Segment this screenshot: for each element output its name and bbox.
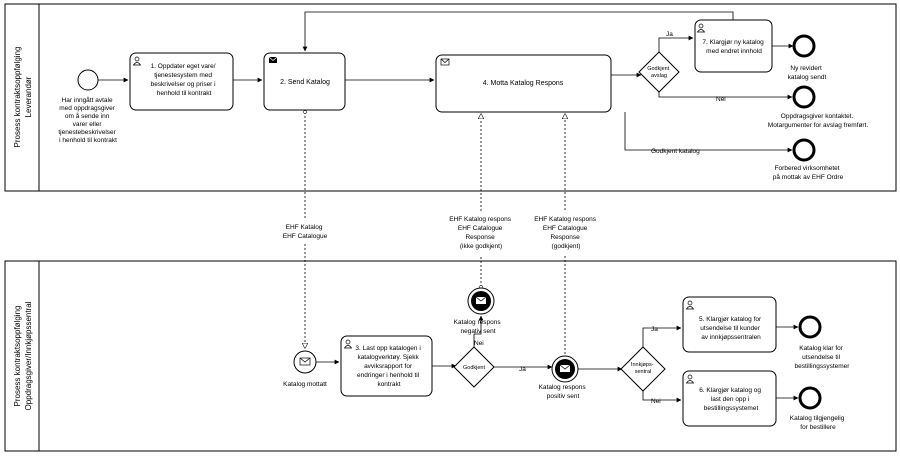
user-icon [132, 56, 142, 66]
task-1-label: 1. Oppdater eget vare/ tjenestesystem me… [151, 63, 218, 97]
task-4-label: 4. Motta Katalog Respons [483, 80, 564, 87]
user-icon [685, 300, 695, 310]
flow2-ja-label: Ja [651, 326, 658, 333]
end-event-klar-utsendelse[interactable] [798, 315, 822, 339]
task-6-last-opp-bestilling[interactable]: 6. Klargjør katalog og last den opp i be… [682, 370, 777, 427]
gateway-godkjent-bottom[interactable]: Godkjent [453, 346, 495, 388]
message-respons-godkjent: EHF Katalog respons EHF Catalogue Respon… [534, 216, 598, 250]
end-event-kontaktet-label: Oppdragsgiver kontaktet. Motargumenter f… [768, 113, 869, 129]
message-respons-ikke-godkjent: EHF Katalog respons EHF Catalogue Respon… [449, 216, 513, 250]
user-icon [696, 23, 706, 33]
end-event-forbered-label: Forbered virksomhetet på mottak av EHF O… [773, 165, 844, 181]
end-event-revidert-label: Ny revidert katalog sendt [788, 65, 827, 81]
start-event-bottom-label: Katalog mottatt [283, 381, 327, 388]
flow2-nei-label: Nei [651, 398, 661, 405]
task-7-klargjor-ny[interactable]: 7. Klargjør ny katalog med endret innhol… [694, 19, 773, 73]
pool-bottom-label-1: Prosess kontraktsoppfølging [13, 306, 22, 407]
envelope-filled-icon [475, 296, 487, 304]
envelope-send-icon [268, 56, 278, 63]
end-event-tilgjengelig-label: Katalog tilgjengelig for bestillere [790, 415, 846, 431]
throw-positiv-label: Katalog respons positiv sent [539, 384, 588, 400]
start-event-top[interactable] [77, 69, 99, 91]
end-event-revidert[interactable] [792, 34, 816, 58]
flow-ja-label: Ja [666, 31, 673, 38]
task-2-send-katalog[interactable]: 2. Send Katalog [263, 52, 346, 111]
message-ehf-katalog: EHF Katalog EHF Catalogue [283, 224, 328, 240]
end-event-forbered[interactable] [792, 138, 816, 162]
envelope-receive-icon [440, 58, 450, 66]
task-3-last-opp[interactable]: 3. Last opp katalogen i katalogverktøy. … [340, 335, 433, 397]
throw-event-positiv[interactable] [551, 355, 579, 383]
pool-top-label-2: Leverandør [24, 76, 33, 117]
pool-bottom-label-2: Oppdragsgiver/Innkjøpssentral [24, 301, 33, 410]
envelope-icon [299, 357, 311, 366]
flow-nei-label: Nei [716, 96, 726, 103]
task-4-motta-respons[interactable]: 4. Motta Katalog Respons [435, 54, 612, 113]
gateway-innkjopssentral[interactable]: Innkjøps- sentral [620, 346, 666, 392]
user-icon [685, 374, 695, 384]
task-3-label: 3. Last opp katalogen i katalogverktøy. … [355, 345, 422, 388]
start-event-katalog-mottatt[interactable] [293, 350, 317, 374]
svg-text:Innkjøps- sentral: Innkjøps- sentral [631, 362, 655, 375]
user-icon [343, 339, 353, 349]
end-event-klar-utsendelse-label: Katalog klar for utsendelse til bestilli… [795, 345, 851, 370]
end-event-tilgjengelig[interactable] [798, 386, 822, 410]
flow-bottom-ja-label: Ja [519, 366, 526, 373]
task-7-label: 7. Klargjør ny katalog med endret innhol… [702, 39, 765, 55]
svg-text:Godkjent: Godkjent [463, 365, 485, 371]
task-5-label: 5. Klargjør katalog for utsendelse til k… [699, 316, 763, 341]
flow-godkjent-label: Godkjent katalog [651, 148, 700, 155]
task-1-oppdater[interactable]: 1. Oppdater eget vare/ tjenestesystem me… [129, 52, 234, 111]
task-6-label: 6. Klargjør katalog og last den opp i be… [699, 387, 763, 412]
throw-event-negativ[interactable] [467, 287, 495, 315]
start-event-top-label: Har inngått avtale med oppdragsgiver om … [58, 96, 117, 144]
pool-top-label-1: Prosess kontraktsoppfølging [13, 47, 22, 148]
flow-bottom-nei-label: Nei [474, 340, 484, 347]
task-2-label: 2. Send Katalog [280, 79, 330, 86]
svg-text:Godkjent avslag: Godkjent avslag [647, 66, 671, 79]
task-5-klargjor-utsendelse[interactable]: 5. Klargjør katalog for utsendelse til k… [682, 296, 777, 353]
end-event-kontaktet[interactable] [792, 85, 816, 109]
envelope-filled-icon [559, 364, 571, 372]
throw-negativ-label: Katalog respons negativ sent [454, 319, 503, 335]
